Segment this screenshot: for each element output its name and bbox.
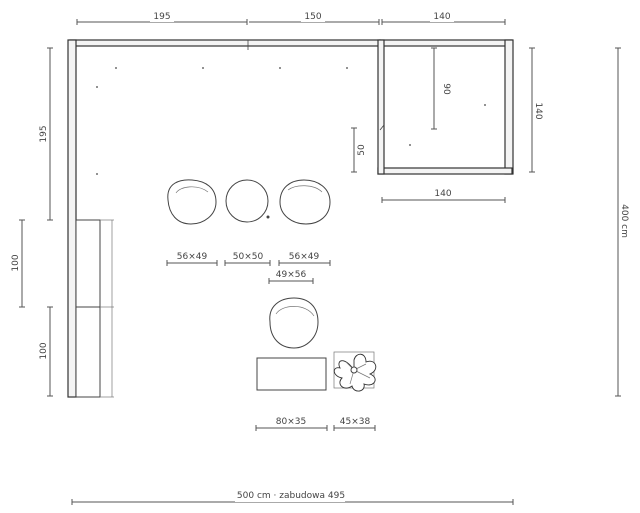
chair-right [279, 179, 331, 225]
plant [333, 351, 377, 392]
ceiling-spots [96, 67, 486, 175]
alcove-right-wall [504, 39, 514, 175]
alcove-door-mark [379, 124, 385, 131]
coffee-table [256, 357, 327, 391]
alcove-top-wall [379, 39, 513, 47]
alcove-bottom-wall [377, 167, 513, 175]
dim-chair-right: 56×49 [289, 252, 320, 262]
cabinet-upper [75, 219, 101, 308]
alcove-left-wall [377, 39, 385, 175]
walls [67, 39, 514, 398]
dim-right-inner-height: 140 [533, 102, 543, 119]
armchair [269, 297, 319, 349]
dim-chair-left: 56×49 [177, 252, 208, 262]
dim-top-right: 140 [433, 12, 450, 22]
dim-left-middle: 100 [11, 254, 21, 271]
dim-top-left: 195 [153, 12, 170, 22]
dim-plant: 45×38 [340, 417, 371, 427]
dim-step-depth: 50 [357, 144, 367, 156]
dim-armchair: 49×56 [276, 270, 307, 280]
dim-alcove-width: 140 [434, 189, 451, 199]
dimension-labels: 195 150 140 195 100 100 90 50 140 140 40… [11, 10, 632, 502]
dim-left-upper: 195 [39, 125, 49, 142]
dim-table: 80×35 [276, 417, 306, 427]
stool [225, 179, 270, 223]
chair-left [167, 179, 217, 225]
left-wall [67, 39, 77, 398]
dimension-lines [19, 19, 621, 505]
dim-stool: 50×50 [233, 252, 264, 262]
dim-alcove-depth: 90 [441, 83, 451, 95]
dim-top-middle: 150 [304, 12, 321, 22]
cabinet-lower [75, 306, 101, 398]
top-wall [69, 39, 381, 47]
dim-bottom-total: 500 cm · zabudowa 495 [237, 491, 345, 501]
furniture [167, 179, 377, 392]
dim-right-outer-height: 400 cm [619, 204, 629, 238]
dim-left-lower: 100 [39, 342, 49, 359]
